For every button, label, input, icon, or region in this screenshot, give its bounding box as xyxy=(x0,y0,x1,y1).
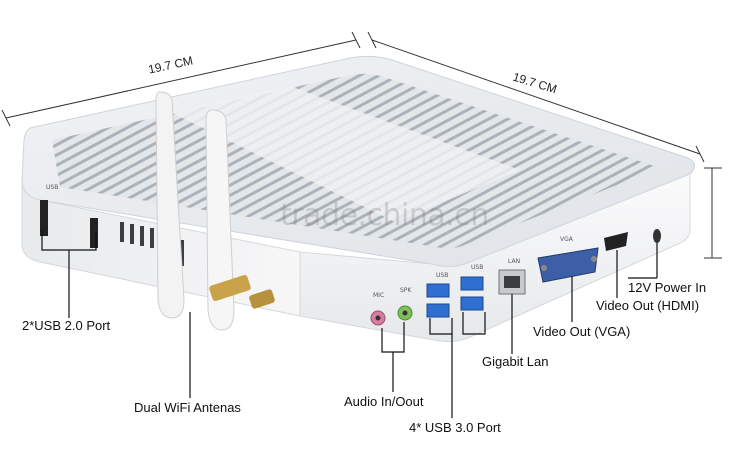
hdmi-port xyxy=(604,232,628,251)
port-tag-vga: VGA xyxy=(560,236,573,243)
vga-port xyxy=(537,247,599,283)
center-band xyxy=(170,86,520,222)
callout-usb2: 2*USB 2.0 Port xyxy=(22,318,111,333)
side-vents xyxy=(120,222,184,266)
port-tag-spk: SPK xyxy=(400,287,412,294)
callout-hdmi: Video Out (HDMI) xyxy=(596,298,700,313)
audio-jacks xyxy=(370,305,413,326)
chassis-front xyxy=(299,173,691,343)
callout-audio: Audio In/Oout xyxy=(344,394,424,409)
callout-vga: Video Out (VGA) xyxy=(533,324,631,339)
callout-usb3: 4* USB 3.0 Port xyxy=(409,420,501,435)
side-usb2-ports xyxy=(40,200,98,248)
power-jack xyxy=(653,229,661,243)
dimension-lines xyxy=(1,31,722,259)
watermark: trade.china.cn xyxy=(280,198,489,233)
port-tag-usb-side: USB xyxy=(46,184,59,191)
callout-lan: Gigabit Lan xyxy=(482,354,549,369)
wifi-antennas xyxy=(155,91,275,331)
port-tag-usb-b: USB xyxy=(471,264,484,271)
callout-wifi: Dual WiFi Antenas xyxy=(134,400,241,415)
port-tag-lan: LAN xyxy=(508,258,521,265)
usb3-ports xyxy=(426,276,484,318)
port-tag-mic: MIC xyxy=(373,292,385,299)
callout-lines xyxy=(41,230,658,418)
lan-port xyxy=(498,269,526,295)
port-tag-usb-a: USB xyxy=(436,272,449,279)
callout-power: 12V Power In xyxy=(628,280,707,295)
